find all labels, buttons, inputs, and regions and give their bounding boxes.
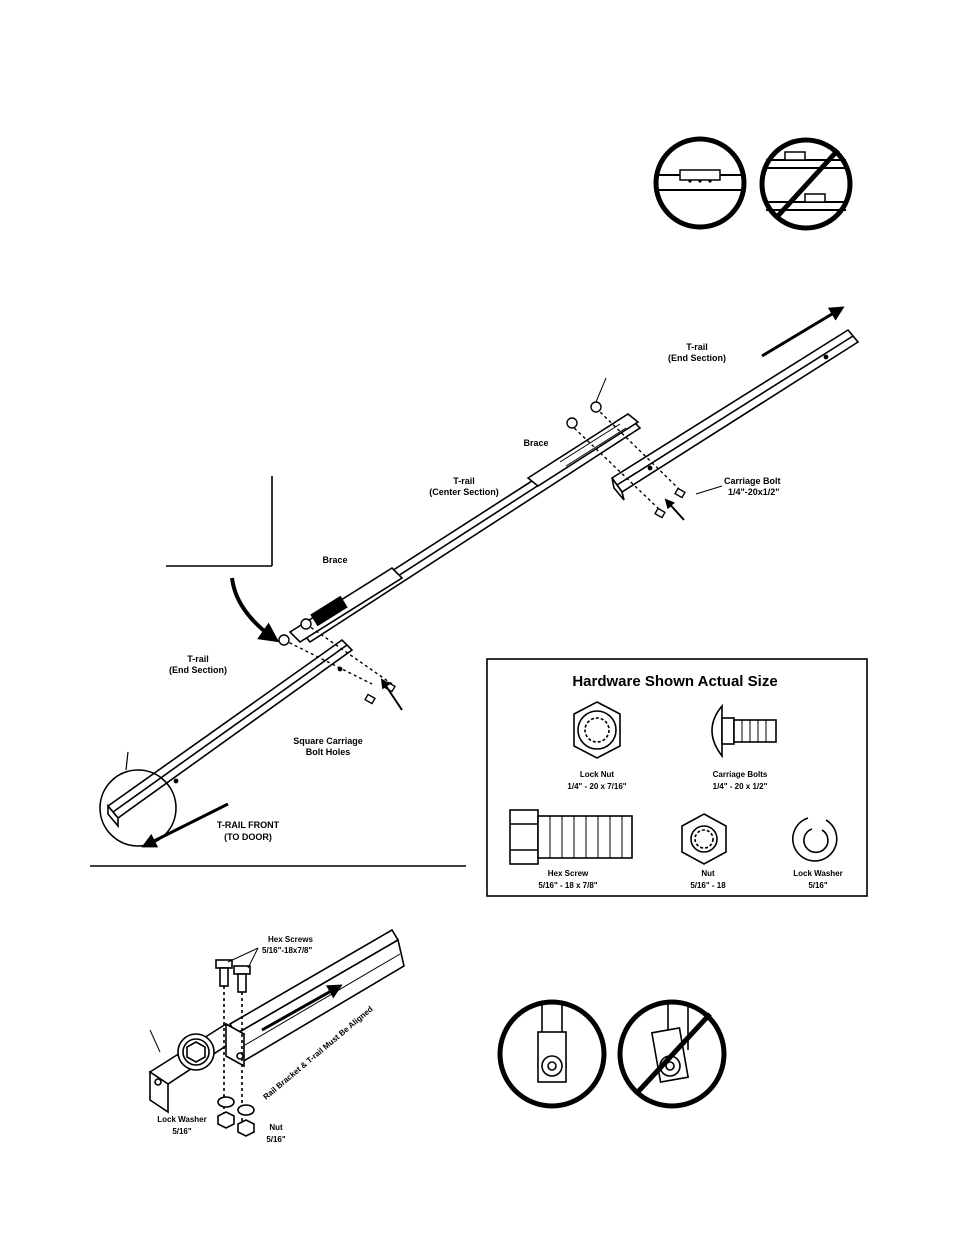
nut-size: 5/16" - 18 xyxy=(690,881,726,890)
lock-washer-label: Lock Washer xyxy=(793,869,843,878)
corner-lines xyxy=(90,476,466,867)
rail-joint-incorrect-icon xyxy=(759,137,853,231)
label-hex-screws: Hex Screws xyxy=(268,935,313,944)
label-square-holes: Square Carriage xyxy=(293,736,363,746)
hardware-box: Hardware Shown Actual Size Lock Nut 1/4"… xyxy=(486,658,868,897)
label-t-rail-end-bottom-sub: (End Section) xyxy=(169,665,227,675)
label-to-door: (TO DOOR) xyxy=(224,832,272,842)
bracket-aligned-correct-icon xyxy=(497,999,607,1109)
lock-nut-size: 1/4" - 20 x 7/16" xyxy=(567,782,626,791)
label-brace-top: Brace xyxy=(523,438,548,448)
label-bracket-nut: Nut xyxy=(269,1123,283,1132)
hardware-title: Hardware Shown Actual Size xyxy=(572,673,777,690)
label-brace-bottom: Brace xyxy=(322,555,347,565)
lock-washer-size: 5/16" xyxy=(808,881,828,890)
label-bracket-lock-washer-size: 5/16" xyxy=(172,1127,192,1136)
carriage-bolts-size: 1/4" - 20 x 1/2" xyxy=(713,782,768,791)
label-t-rail-end-top: T-rail xyxy=(686,342,708,352)
carriage-bolt-icon xyxy=(711,703,777,759)
hex-screw-icon xyxy=(509,809,633,865)
label-t-rail-end-top-sub: (End Section) xyxy=(668,353,726,363)
label-carriage-bolt-size: 1/4"-20x1/2" xyxy=(728,487,780,497)
nut-label: Nut xyxy=(701,869,715,878)
carriage-bolts-label: Carriage Bolts xyxy=(713,770,768,779)
hex-screw-size: 5/16" - 18 x 7/8" xyxy=(538,881,597,890)
label-t-rail-end-bottom: T-rail xyxy=(187,654,209,664)
lock-nut-label: Lock Nut xyxy=(580,770,615,779)
rail-front-detail-circle xyxy=(99,751,177,847)
label-carriage-bolt: Carriage Bolt xyxy=(724,476,781,486)
t-rail-assembly xyxy=(106,328,860,829)
lock-nut-icon xyxy=(573,701,621,759)
fasteners xyxy=(278,377,686,705)
label-hex-screws-size: 5/16"-18x7/8" xyxy=(262,946,312,955)
label-t-rail-center-sub: (Center Section) xyxy=(429,487,499,497)
rail-bracket-assembly xyxy=(148,928,405,1137)
bracket-aligned-incorrect-icon xyxy=(617,999,727,1109)
label-bracket-nut-size: 5/16" xyxy=(266,1135,286,1144)
label-rail-front: T-RAIL FRONT xyxy=(217,820,280,830)
nut-icon xyxy=(681,813,727,865)
hex-screw-label: Hex Screw xyxy=(548,869,589,878)
label-bracket-lock-washer: Lock Washer xyxy=(157,1115,207,1124)
lock-washer-icon xyxy=(791,817,838,862)
label-t-rail-center: T-rail xyxy=(453,476,475,486)
label-square-holes-sub: Bolt Holes xyxy=(306,747,351,757)
rail-joint-correct-icon xyxy=(653,136,747,230)
direction-arrows xyxy=(141,306,845,848)
